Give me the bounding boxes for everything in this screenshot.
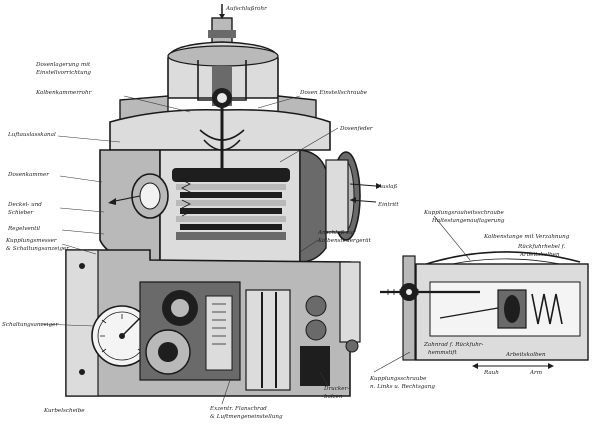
label-return-lever-1: Rückfuhrhebel f. bbox=[517, 244, 566, 250]
labels: Aufschlußrohr Dosenlagerung mit Einstell… bbox=[2, 6, 570, 420]
label-cover-slide-1: Deckel- und bbox=[7, 202, 42, 208]
label-detail-clutch-1: Kupplungsrauheitsschraube bbox=[423, 210, 504, 216]
coil-spring bbox=[181, 175, 191, 217]
label-gear-1: Zahnrad f. Rückfuhr- bbox=[423, 342, 484, 348]
label-coupling-screw-2: n. Links u. Rechtsgang bbox=[370, 384, 435, 390]
label-eccentric-1: Exzentr. Flanschrad bbox=[209, 406, 267, 412]
label-working-piston: Arbeitskolben bbox=[505, 352, 546, 358]
label-detail-clutch-2: Haltestangenauflagerung bbox=[431, 218, 505, 224]
right-nozzle bbox=[325, 151, 382, 241]
label-air-outlet: Luftauslasskanal bbox=[7, 132, 56, 138]
label-inlet: Eintritt bbox=[377, 202, 399, 208]
label-pressure-bolt-1: Drucker- bbox=[323, 386, 349, 392]
label-arm: Arm bbox=[529, 370, 542, 376]
main-regulator-body bbox=[65, 4, 382, 397]
label-pressure-bolt-2: bolzen bbox=[324, 394, 343, 400]
label-clutch-gauge-2: & Schaltungsanzeiger bbox=[6, 246, 69, 252]
label-return-lever-2: Arbeitskolben bbox=[519, 252, 560, 258]
label-connection-2: Kolbensteuergerät bbox=[317, 238, 372, 244]
label-outlet: Auslaß bbox=[377, 184, 398, 190]
label-cover-slide-2: Schieber bbox=[8, 210, 34, 216]
label-eccentric-2: & Luftmengeneinstellung bbox=[210, 414, 283, 420]
gear-mechanism bbox=[139, 281, 330, 391]
label-rauh: Rauh bbox=[483, 370, 499, 376]
bellows-capsule bbox=[172, 108, 290, 240]
label-dose-screw: Dosen Einstellschraube bbox=[299, 90, 368, 96]
label-gear-2: hemmstift bbox=[428, 350, 457, 356]
label-piston-chamber: Kolbenkammerrohr bbox=[35, 90, 92, 96]
label-dose-chamber: Dosenkammer bbox=[7, 172, 49, 178]
label-dose-mount-1: Dosenlagerung mit bbox=[35, 62, 91, 68]
label-connection-1: Anschluß zur bbox=[317, 230, 356, 236]
label-crank-disc: Kurbelscheibe bbox=[43, 408, 85, 414]
label-dose-mount-2: Einstellvorrichtung bbox=[35, 70, 91, 76]
leader-lines bbox=[39, 95, 471, 405]
label-coupling-screw-1: Kupplungsschraube bbox=[369, 376, 427, 382]
label-piston-rod: Kolbenstange mit Verzahnung bbox=[483, 234, 570, 240]
label-clutch-gauge-1: Kupplungsmesser bbox=[5, 238, 57, 244]
label-control-valve: Regelventil bbox=[7, 226, 40, 232]
label-top-feed: Aufschlußrohr bbox=[225, 6, 267, 12]
detail-piston-assembly bbox=[380, 251, 589, 369]
label-switch-indicator: Schaltungsanzeiger bbox=[2, 322, 58, 328]
label-dose-spring: Dosenfeder bbox=[339, 126, 373, 132]
